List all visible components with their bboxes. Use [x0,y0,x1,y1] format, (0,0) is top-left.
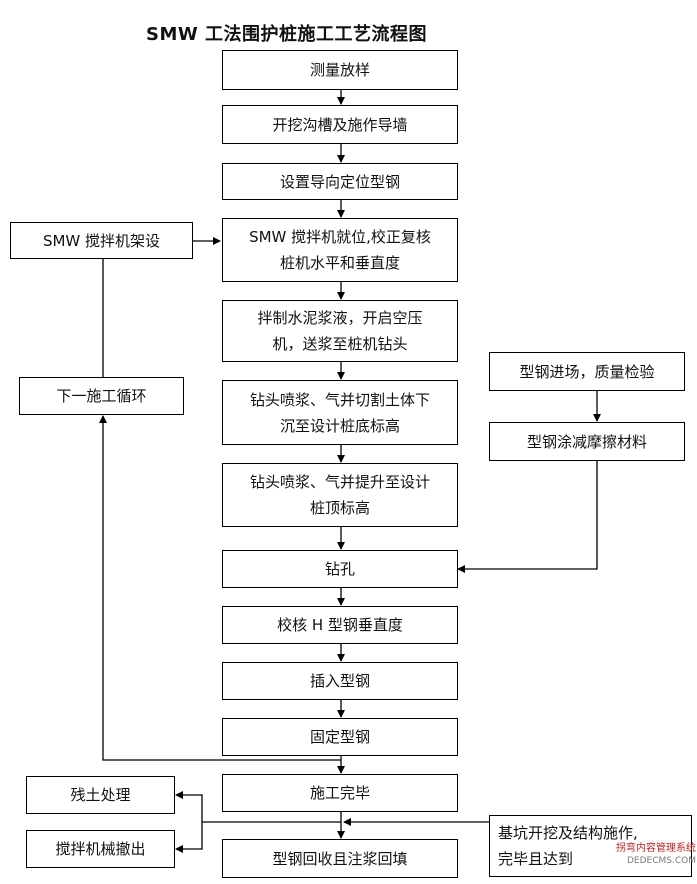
coating-box: 型钢涂减摩擦材料 [489,422,685,461]
flowchart-title: SMW 工法围护桩施工工艺流程图 [146,24,427,45]
arrow-to-residual-soil [175,791,203,822]
watermark-line1: 拐弯内容管理系统 [616,843,696,854]
step-drill: 钻孔 [222,550,458,588]
step-lift: 钻头喷浆、气并提升至设计 桩顶标高 [222,463,458,527]
arrow-loop-back-to-cycle [99,415,341,761]
steel-arrival-box: 型钢进场，质量检验 [489,352,685,391]
step-sink: 钻头喷浆、气并切割土体下 沉至设计桩底标高 [222,380,458,445]
step-position: SMW 搅拌机就位,校正复核 桩机水平和垂直度 [222,218,458,282]
residual-soil-box: 残土处理 [26,776,175,814]
step-insert: 插入型钢 [222,662,458,700]
mixer-setup-box: SMW 搅拌机架设 [10,222,193,259]
watermark-logo: 拐弯内容管理系统 DEDECMS.COM [588,842,696,882]
excavation-box: 基坑开挖及结构施作, 完毕且达到 [489,815,692,877]
step-trench: 开挖沟槽及施作导墙 [222,105,458,144]
step-complete: 施工完毕 [222,774,458,812]
watermark-line2: DEDECMS.COM [627,856,696,866]
step-fix: 固定型钢 [222,718,458,756]
arrow-to-mixer-removal [175,822,203,853]
step-guide-steel: 设置导向定位型钢 [222,163,458,200]
arrow-coating-to-drill [457,461,598,573]
step-mix: 拌制水泥浆液，开启空压 机，送浆至桩机钻头 [222,300,458,362]
step-verify-h: 校核 H 型钢垂直度 [222,606,458,644]
next-cycle-box: 下一施工循环 [19,377,184,415]
step-measure: 测量放样 [222,50,458,90]
step-recover: 型钢回收且注浆回填 [222,839,458,878]
mixer-removal-box: 搅拌机械撤出 [26,830,175,868]
